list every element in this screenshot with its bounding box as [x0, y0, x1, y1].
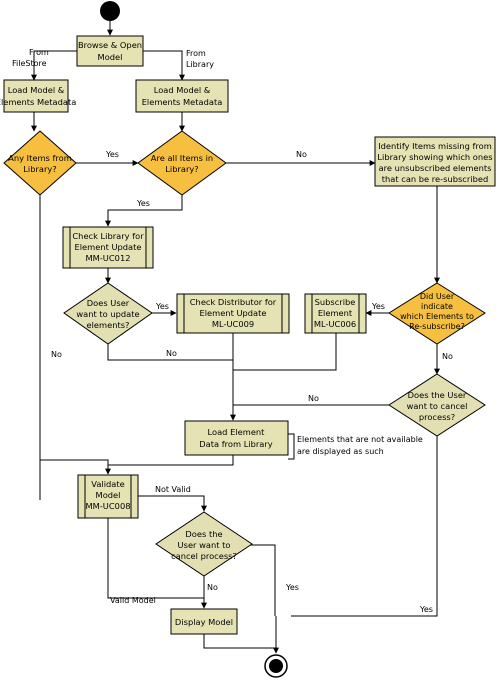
- label-yes-all: Yes: [136, 199, 150, 208]
- label-yes-diduser: Yes: [371, 302, 385, 311]
- display-line-1: Display Model: [175, 617, 233, 627]
- subscribe-box: [304, 293, 367, 334]
- edge-display-end: [203, 634, 279, 654]
- label-from-filestore-1: From: [29, 48, 49, 57]
- edge-validate-notvalid: [138, 495, 207, 512]
- load-elem-box: [184, 420, 289, 456]
- did-user-line-2: indicate: [421, 302, 453, 311]
- label-no-diduser: No: [442, 352, 453, 361]
- cancel2-line-2: User want to: [178, 540, 231, 550]
- note-line-2: are displayed as such: [297, 447, 384, 456]
- load-fs-line-2: Elements Metadata: [0, 97, 76, 107]
- check-lib-box: [62, 226, 154, 269]
- load-lib-line-1: Load Model &: [154, 85, 211, 95]
- label-no-all: No: [296, 150, 307, 159]
- label-no-cancel1: No: [308, 394, 319, 403]
- validate-line-2: Model: [96, 490, 121, 500]
- label-yes-cancel2: Yes: [285, 583, 299, 592]
- did-user-diamond: [388, 282, 486, 345]
- subscribe-line-1: Subscribe: [315, 297, 356, 307]
- all-items-line-1: Are all Items in: [151, 153, 213, 163]
- check-dist-line-3: ML-UC009: [212, 319, 254, 329]
- load-lib-box: [135, 79, 229, 113]
- does-update-diamond: [63, 282, 153, 345]
- cancel1-line-3: process?: [419, 412, 455, 422]
- edge-labels: From FileStore From Library Yes No Yes Y…: [12, 48, 453, 614]
- label-no-any: No: [51, 350, 62, 359]
- browse-line-2: Model: [98, 52, 123, 62]
- all-items-line-2: Library?: [165, 164, 198, 174]
- note: Elements that are not available are disp…: [297, 435, 423, 456]
- cancel1-line-2: want to cancel: [407, 401, 468, 411]
- label-yes-update: Yes: [155, 302, 169, 311]
- label-from-filestore-2: FileStore: [12, 59, 47, 68]
- any-items-line-1: Any Items from: [8, 153, 72, 163]
- edge-cancel1-yes: [291, 436, 438, 617]
- check-dist-line-2: Element Update: [199, 308, 266, 318]
- label-not-valid: Not Valid: [155, 485, 191, 494]
- load-fs-line-1: Load Model &: [8, 85, 65, 95]
- load-fs-box: [3, 79, 69, 113]
- note-bracket: [288, 433, 295, 460]
- check-lib-line-1: Check Library for: [72, 231, 144, 241]
- does-update-line-1: Does User: [87, 298, 130, 308]
- label-yes-any: Yes: [105, 150, 119, 159]
- validate-line-3: MM-UC008: [85, 501, 130, 511]
- browse-line-1: Browse & Open: [78, 40, 142, 50]
- cancel1-diamond: [388, 373, 486, 437]
- check-lib-line-3: MM-UC012: [85, 253, 130, 263]
- browse-box: [76, 35, 144, 67]
- identify-line-4: that can be re-subscribed: [382, 174, 488, 184]
- label-no-cancel2: No: [207, 583, 218, 592]
- cancel2-line-3: cancel process?: [171, 551, 237, 561]
- edge-browse-loadlib: [143, 50, 185, 81]
- did-user-line-3: which Elements to: [400, 312, 474, 321]
- cancel1-line-1: Does the User: [408, 390, 467, 400]
- edge-subscribe-merge: [233, 333, 337, 371]
- label-no-update: No: [166, 349, 177, 358]
- check-dist-line-1: Check Distributor for: [190, 297, 277, 307]
- connectors: [31, 21, 440, 654]
- cancel2-line-1: Does the: [185, 529, 222, 539]
- node-texts: Browse & Open Model Load Model & Element…: [0, 40, 493, 627]
- label-from-library-2: Library: [186, 60, 214, 69]
- any-items-diamond: [3, 130, 77, 196]
- identify-line-1: Identify Items missing from: [378, 141, 492, 151]
- label-yes-cancel1: Yes: [419, 605, 433, 614]
- label-valid-model: Valid Model: [110, 596, 156, 605]
- edge-browse-loadfs: [31, 50, 77, 81]
- edge-any-no-validate: [39, 459, 111, 500]
- edge-cancel2-yes: [250, 544, 276, 616]
- identify-line-2: Library showing which ones: [377, 152, 492, 162]
- does-update-line-3: elements?: [87, 320, 130, 330]
- load-lib-line-2: Elements Metadata: [142, 97, 223, 107]
- check-dist-box: [176, 293, 290, 334]
- load-elem-line-2: Data from Library: [199, 439, 272, 449]
- all-items-diamond: [137, 130, 227, 196]
- any-items-line-2: Library?: [23, 164, 56, 174]
- end-node: [264, 654, 288, 678]
- identify-line-3: are unsubscribed elements: [379, 163, 492, 173]
- validate-line-1: Validate: [91, 479, 124, 489]
- did-user-line-4: Re-subscribe?: [409, 322, 465, 331]
- edge-loadelem-validate: [108, 455, 234, 466]
- did-user-line-1: Did User: [420, 292, 455, 301]
- subscribe-line-2: Element: [318, 308, 353, 318]
- edge-doesupdate-no: [107, 344, 233, 361]
- check-lib-line-2: Element Update: [74, 242, 141, 252]
- display-box: [170, 608, 238, 635]
- note-line-1: Elements that are not available: [297, 435, 423, 444]
- edge-all-yes-checklib: [105, 194, 183, 227]
- cancel2-diamond: [155, 511, 253, 577]
- subscribe-line-3: ML-UC006: [314, 319, 356, 329]
- start-node: [100, 1, 120, 21]
- label-from-library-1: From: [186, 49, 206, 58]
- load-elem-line-1: Load Element: [208, 427, 266, 437]
- validate-box: [77, 474, 139, 519]
- edge-validate-valid: [107, 518, 204, 599]
- does-update-line-2: want to update: [76, 309, 139, 319]
- identify-box: [374, 136, 496, 187]
